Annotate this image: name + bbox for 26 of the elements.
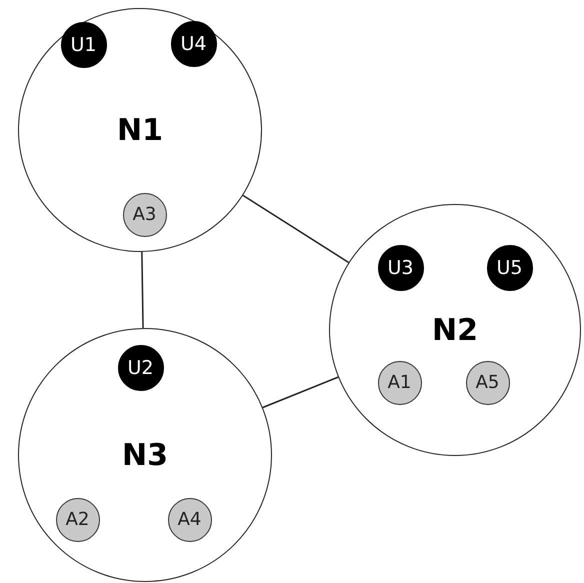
node-label: A4 [178,509,202,530]
node-label: U2 [128,356,154,378]
agent-circle [466,360,510,404]
node-label: U5 [496,256,522,278]
node-label: U4 [180,32,206,54]
user-circle [486,244,532,290]
agent-circle [378,360,422,404]
user-circle [170,20,216,66]
node-label: A5 [476,372,500,393]
agent-circle [56,498,100,542]
connector-line [262,376,338,408]
node-label: N1 [117,112,163,148]
connector-line [141,252,144,328]
node-label: N2 [432,312,478,348]
node-label: A3 [132,204,156,225]
node-label: U3 [388,256,414,278]
user-circle [60,22,106,68]
agent-circle [168,498,212,542]
connector-line [242,194,350,264]
node-label: N3 [122,438,168,472]
node-label: A2 [66,509,90,530]
user-circle [118,344,164,390]
node-label: A1 [388,372,412,393]
agent-circle [122,192,166,236]
node-label: U1 [70,34,96,56]
user-circle [378,244,424,290]
